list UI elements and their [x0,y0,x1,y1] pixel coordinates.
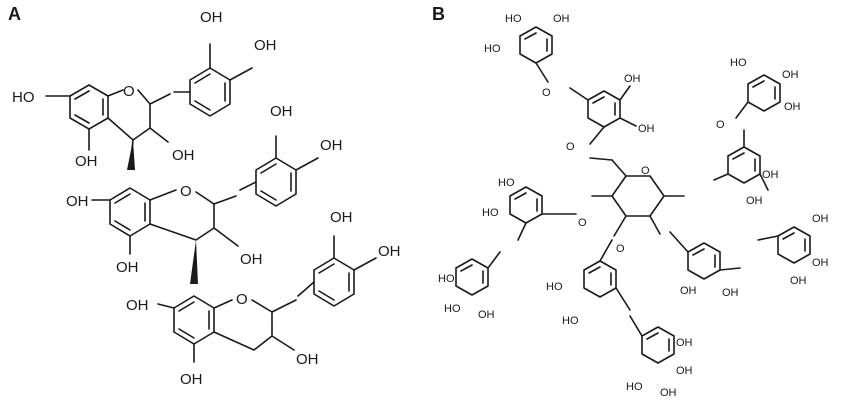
panel-label-b: B [432,4,445,24]
panel-label-a: A [8,4,21,24]
structure-b: B O [432,4,829,399]
atom-oh: OH [116,259,139,276]
interflavan-bond-1 [127,140,135,170]
atom-ho: HO [546,281,563,293]
atom-ho: HO [505,13,522,25]
atom-oh: OH [784,101,801,113]
atom-ho: HO [444,303,461,315]
atom-oh: OH [624,73,641,85]
galloyl-ring-bottom-left-outer [455,251,501,296]
glucose-core [589,157,685,237]
atom-oh: OH [812,257,829,269]
galloyl-ring-top-left-outer [519,26,553,83]
atom-o: O [566,141,575,153]
atom-oh: OH [722,287,739,299]
atom-oh: OH [126,297,149,314]
atom-o: O [180,183,192,200]
unit-3-b-ring [297,235,377,307]
atom-oh: OH [746,195,763,207]
galloyl-ring-top-left-inner [569,85,637,145]
atom-o: O [123,83,135,100]
atom-ho: HO [730,57,747,69]
atom-oh: OH [762,169,779,181]
galloyl-ring-right-outer [757,226,811,264]
atom-oh: OH [172,147,195,164]
unit-3-a-ring [157,295,215,363]
unit-2-a-ring [91,187,151,255]
atom-o: O [641,165,650,177]
structure-b-atom-labels: HO OH HO O OH OH O HO OH OH O OH OH HO H… [438,13,829,399]
atom-o: O [578,217,587,229]
atom-oh: OH [330,209,353,226]
interflavan-bond-2 [190,240,198,284]
atom-o: O [616,243,625,255]
atom-o: O [716,119,725,131]
galloyl-ring-bottom-center [583,239,631,311]
atom-ho: HO [484,43,501,55]
unit-2-b-ring [239,135,319,207]
atom-oh: OH [676,365,693,377]
atom-oh: OH [638,123,655,135]
atom-oh: OH [200,9,223,26]
galloyl-ring-right-inner [713,129,769,191]
atom-oh: OH [478,309,495,321]
atom-oh: OH [553,13,570,25]
atom-oh: OH [680,285,697,297]
atom-oh: OH [270,103,293,120]
structure-a: A [8,4,401,388]
unit-1-c-ring [107,89,171,143]
galloyl-ring-left-outer [509,186,577,241]
galloyl-ring-bottom-right-inner [669,231,741,280]
atom-ho: HO [498,177,515,189]
unit-3-c-ring [213,299,297,351]
galloyl-ring-bottom-outer [629,315,675,364]
atom-o: O [236,291,248,308]
atom-oh: OH [320,137,343,154]
atom-oh: OH [676,337,693,349]
structure-a-atom-labels: OH OH HO O OH OH OH OH OH O OH OH OH OH … [12,9,401,388]
unit-1-b-ring [173,43,253,117]
atom-oh: OH [240,251,263,268]
atom-oh: OH [75,153,98,170]
atom-oh: OH [812,213,829,225]
atom-ho: HO [438,273,455,285]
atom-oh: OH [790,275,807,287]
unit-1-a-ring [69,84,109,130]
unit-2-c-ring [149,189,239,247]
atom-oh: OH [180,371,203,388]
atom-ho: HO [482,207,499,219]
atom-ho: HO [626,381,643,393]
atom-oh: OH [254,37,277,54]
atom-ho: HO [12,89,35,106]
atom-oh: OH [378,243,401,260]
atom-oh: OH [66,193,89,210]
atom-o: O [542,87,551,99]
atom-oh: OH [660,387,677,399]
galloyl-ring-top-right-outer [735,74,781,119]
atom-oh: OH [296,351,319,368]
atom-ho: HO [562,315,579,327]
atom-oh: OH [782,69,799,81]
